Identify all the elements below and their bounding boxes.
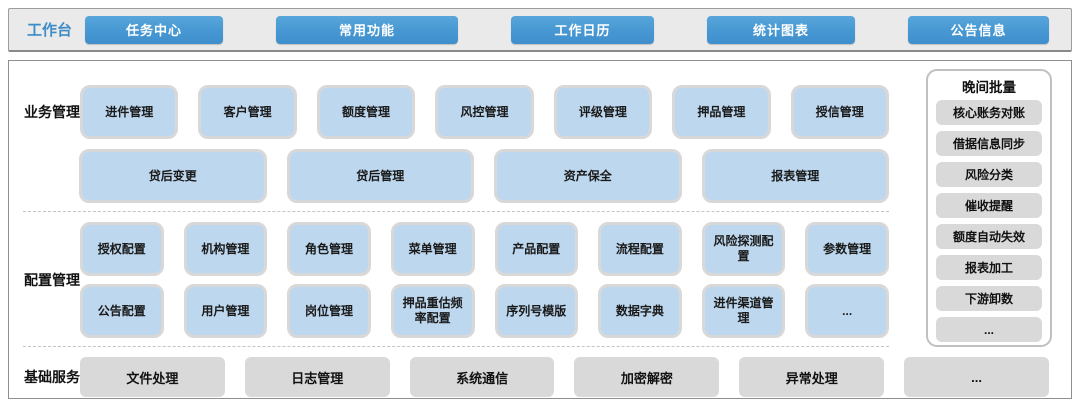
base-service-box[interactable]: 日志管理 [244, 357, 390, 397]
config-module-box[interactable]: 产品配置 [494, 222, 579, 276]
business-module-box[interactable]: 资产保全 [494, 149, 682, 203]
night-batch-task[interactable]: 核心账务对账 [936, 100, 1042, 125]
business-module-box[interactable]: 授信管理 [790, 85, 889, 139]
business-module-box[interactable]: 贷后变更 [79, 149, 267, 203]
business-module-box[interactable]: 贷后管理 [286, 149, 474, 203]
spacer [9, 203, 1071, 211]
section-label-config: 配置管理 [24, 272, 80, 288]
modules-content: 业务管理 进件管理客户管理额度管理风控管理评级管理押品管理授信管理 贷后变更贷后… [9, 61, 1071, 398]
config-row1-boxes: 授权配置机构管理角色管理菜单管理产品配置流程配置风险探测配置参数管理 [80, 222, 889, 276]
base-service-box[interactable]: 文件处理 [80, 357, 225, 397]
business-module-box[interactable]: 额度管理 [316, 85, 416, 139]
config-module-box[interactable]: 机构管理 [183, 222, 268, 276]
business-module-box[interactable]: 风控管理 [435, 85, 534, 139]
section-config: 配置管理 授权配置机构管理角色管理菜单管理产品配置流程配置风险探测配置参数管理 … [9, 222, 1071, 338]
workbench-button[interactable]: 公告信息 [908, 15, 1049, 44]
workbench-label: 工作台 [27, 22, 73, 39]
config-rows: 授权配置机构管理角色管理菜单管理产品配置流程配置风险探测配置参数管理 公告配置用… [80, 222, 1071, 338]
night-batch-task[interactable]: 借据信息同步 [936, 131, 1042, 156]
night-batch-task[interactable]: ... [936, 317, 1042, 342]
workbench-buttons: 任务中心 常用功能 工作日历 统计图表 公告信息 [85, 15, 1071, 44]
workbench-bar: 工作台 任务中心 常用功能 工作日历 统计图表 公告信息 [8, 8, 1072, 52]
config-module-box[interactable]: 参数管理 [805, 222, 889, 276]
spacer [9, 139, 1071, 149]
section-label-business: 业务管理 [24, 104, 80, 120]
business-module-box[interactable]: 进件管理 [80, 85, 179, 139]
section-label-base-services: 基础服务 [24, 369, 80, 385]
section-divider [23, 346, 889, 347]
business-module-box[interactable]: 押品管理 [672, 85, 771, 139]
config-module-box[interactable]: 用户管理 [183, 284, 268, 338]
config-module-box[interactable]: 岗位管理 [287, 284, 371, 338]
config-module-box[interactable]: 押品重估频率配置 [390, 284, 475, 338]
workbench-button[interactable]: 工作日历 [511, 15, 654, 44]
config-module-box[interactable]: 角色管理 [287, 222, 371, 276]
section-business-row1: 业务管理 进件管理客户管理额度管理风控管理评级管理押品管理授信管理 [9, 85, 1071, 139]
night-batch-task[interactable]: 风险分类 [936, 162, 1042, 187]
night-batch-items: 核心账务对账借据信息同步风险分类催收提醒额度自动失效报表加工下游卸数... [936, 100, 1042, 342]
business-module-box[interactable]: 报表管理 [701, 149, 889, 203]
section-business-row2: 贷后变更贷后管理资产保全报表管理 [9, 149, 1071, 203]
section-divider [23, 211, 889, 212]
section-base-services: 基础服务 文件处理日志管理系统通信加密解密异常处理... [9, 357, 1071, 397]
config-module-box[interactable]: 风险探测配置 [701, 222, 786, 276]
workbench-button[interactable]: 任务中心 [85, 15, 223, 44]
config-module-box[interactable]: 流程配置 [598, 222, 682, 276]
business-row2-boxes: 贷后变更贷后管理资产保全报表管理 [79, 149, 889, 203]
base-service-box[interactable]: 异常处理 [739, 357, 885, 397]
night-batch-panel: 晚间批量 核心账务对账借据信息同步风险分类催收提醒额度自动失效报表加工下游卸数.… [926, 69, 1052, 347]
base-service-box[interactable]: 加密解密 [574, 357, 720, 397]
base-service-box[interactable]: 系统通信 [409, 357, 555, 397]
night-batch-task[interactable]: 报表加工 [936, 255, 1042, 280]
spacer [80, 276, 1071, 284]
night-batch-task[interactable]: 下游卸数 [936, 286, 1042, 311]
spacer [9, 347, 1071, 357]
base-services-boxes: 文件处理日志管理系统通信加密解密异常处理... [80, 357, 1049, 397]
workbench-button[interactable]: 统计图表 [707, 15, 855, 44]
business-module-box[interactable]: 客户管理 [198, 85, 297, 139]
night-batch-task[interactable]: 催收提醒 [936, 193, 1042, 218]
main-panel: 业务管理 进件管理客户管理额度管理风控管理评级管理押品管理授信管理 贷后变更贷后… [8, 60, 1072, 399]
config-module-box[interactable]: 菜单管理 [390, 222, 475, 276]
config-module-box[interactable]: ... [805, 284, 889, 338]
config-row2-boxes: 公告配置用户管理岗位管理押品重估频率配置序列号模版数据字典进件渠道管理... [80, 284, 889, 338]
config-module-box[interactable]: 进件渠道管理 [701, 284, 786, 338]
config-module-box[interactable]: 公告配置 [80, 284, 164, 338]
night-batch-task[interactable]: 额度自动失效 [936, 224, 1042, 249]
config-module-box[interactable]: 序列号模版 [494, 284, 579, 338]
spacer [9, 212, 1071, 222]
base-service-box[interactable]: ... [904, 357, 1049, 397]
config-module-box[interactable]: 数据字典 [598, 284, 682, 338]
business-module-box[interactable]: 评级管理 [553, 85, 653, 139]
spacer [9, 338, 1071, 346]
config-module-box[interactable]: 授权配置 [80, 222, 164, 276]
workbench-button[interactable]: 常用功能 [276, 15, 458, 44]
business-row1-boxes: 进件管理客户管理额度管理风控管理评级管理押品管理授信管理 [80, 85, 889, 139]
night-batch-title: 晚间批量 [962, 80, 1016, 95]
